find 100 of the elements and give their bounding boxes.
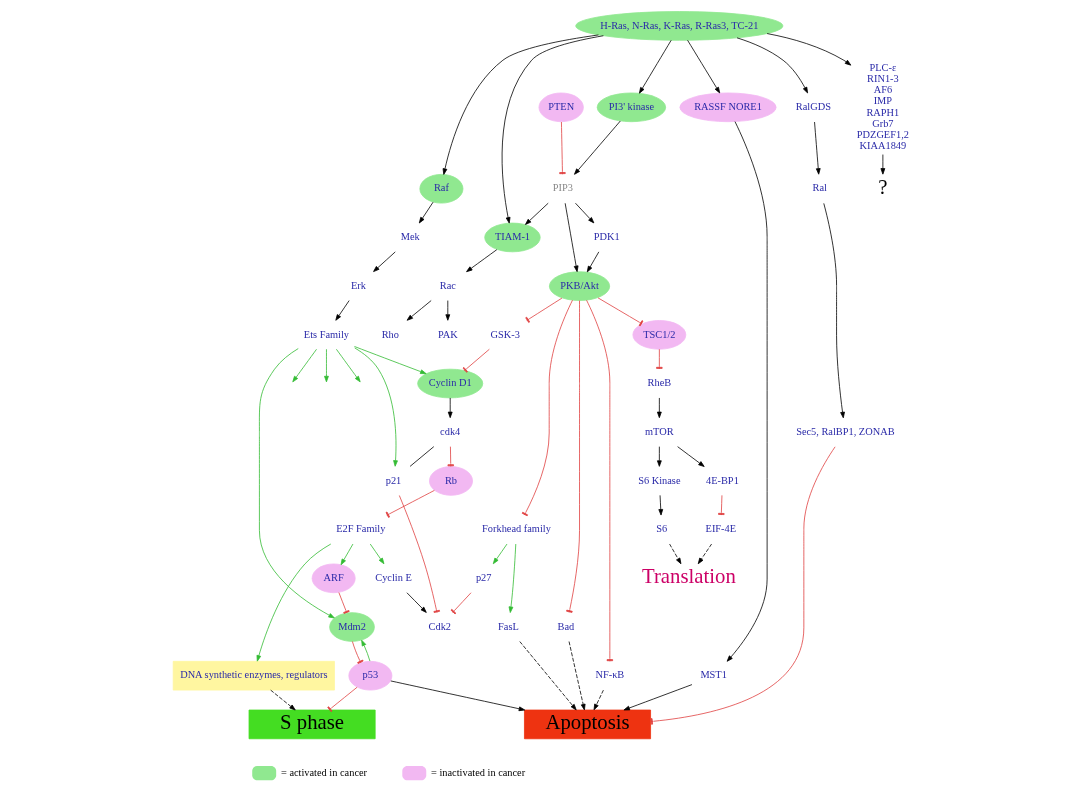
arrow [669,543,682,565]
legend-label: = activated in cancer [280,766,368,778]
connector [462,348,490,373]
node-text: Rac [439,279,456,291]
arrow [657,446,662,467]
connector [521,299,573,517]
node-text: p21 [385,474,402,486]
connector [656,348,663,370]
arrow [418,201,434,224]
node-text: PAK [437,328,458,340]
node-text: mTOR [645,425,674,437]
node-text: PIP3 [552,182,573,194]
legend-label: = inactivated in cancer [431,766,526,778]
node-text: Cdk2 [428,620,452,632]
node-ellipse: PTEN [538,92,584,123]
arrow [445,300,451,321]
node-ellipse: RASSF NORE1 [679,92,777,123]
connector [338,592,350,614]
connector [650,446,836,725]
arrow [390,680,526,712]
node-text: Cyclin E [375,572,412,584]
arrow [575,202,595,224]
connector [559,121,566,175]
node-text: PLC-ε RIN1-3 AF6 IMP RAPH1 Grb7 PDZGEF1,2 KIAA1849 [856,61,909,152]
connector [718,494,725,516]
arrow [256,543,332,662]
connector [450,592,472,615]
arrow [697,543,712,565]
arrow [406,300,432,321]
arrow [880,154,886,175]
connector [525,297,563,323]
arrow [501,35,604,224]
node-text: Rho [381,328,399,340]
node-box: DNA synthetic enzymes, regulators [172,660,335,691]
arrow [354,346,427,375]
arrow [335,300,350,321]
arrow [586,251,600,273]
arrow [354,347,398,467]
node-ellipse: PKB/Akt [548,271,611,301]
arrow [568,641,586,711]
node-text: RheB [647,377,672,389]
arrow [336,348,361,383]
node-text: Mek [400,231,420,243]
arrow [677,446,705,467]
connector [566,300,580,613]
node-ellipse: Raf [419,174,464,204]
arrow [292,348,317,383]
node-text: Forkhead family [482,523,551,535]
connector [398,495,440,613]
arrow [508,543,517,613]
connector [385,489,435,518]
arrow [340,543,354,566]
node-text: S6 Kinase [638,474,681,486]
node-ellipse: TIAM-1 [484,222,541,253]
connector [447,446,454,467]
arrow [726,121,768,662]
arrow [447,397,453,419]
arrow [574,120,621,175]
node-ellipse: ARF [311,563,356,594]
arrow [639,39,672,94]
node-text: MST1 [700,669,727,681]
node-text: Ral [812,182,828,194]
node-text: GSK-3 [490,328,520,340]
arrow [492,543,508,565]
arrow [519,641,577,711]
node-text: S6 [656,523,668,535]
node-text: ? [878,175,888,198]
node-text: E2F Family [336,523,386,535]
arrow [593,689,604,711]
node-text: RalGDS [795,101,831,113]
arrow [361,639,371,662]
arrow [658,494,664,516]
node-text: FasL [498,620,519,632]
arrow [814,121,821,175]
connector [409,446,435,467]
node-text: Translation [642,565,736,588]
arrow [466,249,498,273]
arrow [406,592,427,613]
node-text: 4E-BP1 [706,474,739,486]
arrow [657,397,662,419]
node-ellipse: PI3' kinase [596,92,667,123]
node-text: EIF-4E [705,523,737,535]
arrow [623,684,693,711]
arrow [373,251,396,272]
node-ellipse: H-Ras, N-Ras, K-Ras, R-Ras3, TC-21 [575,11,784,41]
arrow [369,543,385,565]
node-text: NF-κB [595,669,625,681]
arrow [564,202,579,273]
arrow [766,33,852,66]
connector [597,297,644,327]
arrow [687,39,721,94]
arrow [270,689,296,711]
arrow [324,348,329,383]
node-text: cdk4 [440,425,461,437]
connector [327,686,358,713]
arrow [525,202,549,225]
node-text: Sec5, RalBP1, ZONAB [796,425,895,437]
arrow [823,203,845,419]
node-text: p27 [475,572,492,584]
arrow [736,37,808,94]
